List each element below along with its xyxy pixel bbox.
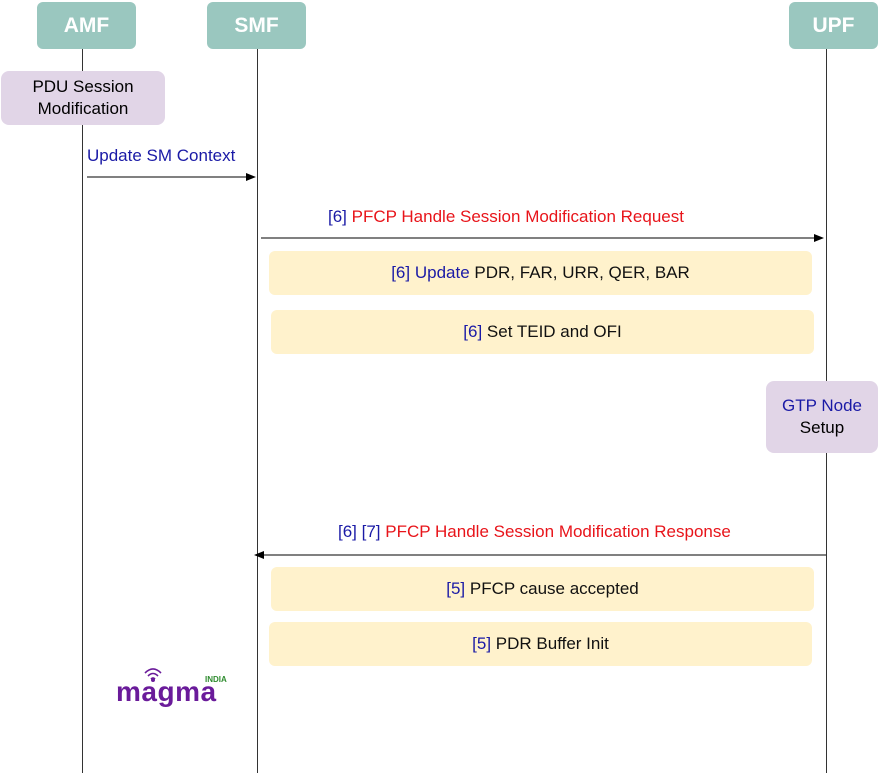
- step-set-teid-text: Set TEID and OFI: [486, 322, 622, 341]
- magma-logo: INDIA magma: [116, 668, 227, 707]
- actor-upf-label: UPF: [812, 13, 855, 37]
- amf-lifeline: [82, 49, 83, 773]
- step-cause-accepted-text: PFCP cause accepted: [469, 579, 639, 598]
- step-cause-accepted-ref: [5]: [446, 579, 466, 598]
- step-update-rules-ref: [6]: [391, 263, 411, 282]
- step-pdr-buffer-init-ref: [5]: [472, 634, 492, 653]
- step-set-teid-ref: [6]: [463, 322, 483, 341]
- step-update-rules-text: PDR, FAR, URR, QER, BAR: [474, 263, 690, 282]
- gtp-node-note-title: GTP Node: [781, 396, 862, 415]
- pfcp-request-ref: [6]: [328, 207, 347, 226]
- actor-amf-label: AMF: [63, 13, 110, 37]
- gtp-node-note: GTP Node Setup: [766, 381, 878, 453]
- gtp-node-note-subtitle: Setup: [799, 418, 845, 437]
- actor-upf: UPF: [789, 2, 878, 49]
- step-pdr-buffer-init: [5] PDR Buffer Init: [269, 622, 812, 666]
- pfcp-request-text: PFCP Handle Session Modification Request: [351, 207, 684, 226]
- pfcp-response-text: PFCP Handle Session Modification Respons…: [385, 522, 731, 541]
- actor-amf: AMF: [37, 2, 136, 49]
- smf-lifeline: [257, 49, 258, 773]
- pfcp-response-ref: [6] [7]: [338, 522, 381, 541]
- pfcp-request-label: [6] PFCP Handle Session Modification Req…: [328, 207, 684, 227]
- step-pdr-buffer-init-text: PDR Buffer Init: [495, 634, 609, 653]
- pdu-session-note-line2: Modification: [37, 99, 129, 118]
- update-sm-context-label: Update SM Context: [87, 146, 236, 165]
- pdu-session-note: PDU Session Modification: [1, 71, 165, 125]
- pfcp-response-label: [6] [7] PFCP Handle Session Modification…: [338, 522, 731, 542]
- step-cause-accepted: [5] PFCP cause accepted: [271, 567, 814, 611]
- logo-wordmark: magma: [116, 676, 217, 707]
- step-update-rules: [6] Update PDR, FAR, URR, QER, BAR: [269, 251, 812, 295]
- actor-smf-label: SMF: [234, 13, 279, 37]
- actor-smf: SMF: [207, 2, 306, 49]
- logo-tag-text: INDIA: [205, 675, 227, 684]
- pdu-session-note-line1: PDU Session: [32, 77, 134, 96]
- step-update-rules-verb: Update: [414, 263, 470, 282]
- step-set-teid: [6] Set TEID and OFI: [271, 310, 814, 354]
